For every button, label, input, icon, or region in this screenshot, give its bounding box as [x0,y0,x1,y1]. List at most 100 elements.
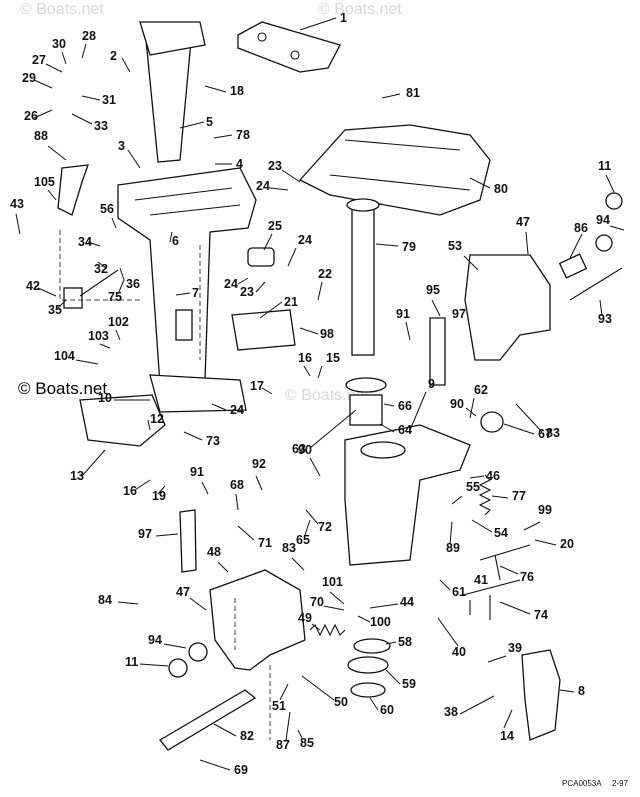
leader-line-47 [525,231,529,255]
callout-labels: 1234567891011111213141516161718192021222… [10,11,625,777]
leader-line-60 [369,697,379,711]
leader-line-25 [263,233,273,251]
swivel-bracket-lower-part [344,424,471,566]
leader-line-94 [609,225,625,231]
callout-79: 79 [402,240,416,254]
callout-30: 30 [52,37,66,51]
bushing-part [349,394,383,426]
callout-73: 73 [206,434,220,448]
callout-38: 38 [444,705,458,719]
revision-code: 2-97 [612,779,629,788]
leader-line-38 [459,695,495,715]
callout-22: 22 [318,267,332,281]
leader-line-30 [61,51,67,65]
leader-line-68 [235,493,239,511]
callout-6: 6 [172,234,179,248]
callout-102: 102 [108,315,129,329]
leader-line-80 [469,177,491,189]
leader-line-90 [465,407,477,417]
leader-line-42 [37,287,57,297]
callout-100: 100 [370,615,391,629]
leader-line-17 [261,387,273,395]
callout-43: 43 [10,197,24,211]
swivel-bracket-top-part [298,124,491,216]
leader-line-19 [157,485,166,495]
callout-2: 2 [110,49,117,63]
callout-40: 40 [452,645,466,659]
callout-103: 103 [88,329,109,343]
leader-line-24 [269,187,289,191]
ring-59-part [347,656,389,674]
mount-part [247,247,275,267]
leader-line-16 [303,365,311,377]
steering-tube-part [351,204,375,356]
leader-line-66 [383,403,395,407]
leader-line-83 [515,403,543,433]
callout-24: 24 [224,277,238,291]
callout-9: 9 [428,377,435,391]
leader-line-100 [357,615,371,623]
leader-line-101 [329,591,345,605]
leader-line-31 [81,95,101,101]
callout-7: 7 [192,286,199,300]
lever-88-part [57,164,89,216]
callout-89: 89 [446,541,460,555]
plate-part [231,309,296,351]
bushing-67-part [480,411,504,433]
callout-62: 62 [474,383,488,397]
leader-line-91 [405,321,411,341]
leader-line-87 [285,711,291,741]
callout-72: 72 [318,520,332,534]
leader-line-48 [217,561,229,573]
callout-19: 19 [152,489,166,503]
leader-line-58 [385,641,397,645]
watermark-faint-top-right: © Boats.net [318,1,402,18]
leader-line-93 [599,299,603,317]
callout-29: 29 [22,71,36,85]
callout-61: 61 [452,585,466,599]
leader-line-89 [449,521,453,545]
callout-39: 39 [508,641,522,655]
leader-line-9 [409,391,427,431]
leader-line-53 [463,255,479,271]
leader-line-28 [81,43,87,59]
leader-line-75 [117,279,125,295]
callout-23: 23 [268,159,282,173]
callout-88: 88 [34,129,48,143]
tilt-lever-part [521,649,561,741]
leader-line-40 [437,617,459,647]
leader-line-69 [199,759,231,771]
leader-line-67 [503,423,535,435]
leader-line-81 [381,93,401,99]
leader-line-92 [255,475,263,491]
nut-94-part [188,642,208,662]
leader-line-74 [499,601,531,615]
leader-line-6 [169,231,173,243]
leader-line-39 [487,655,507,663]
through-bolt-part [569,267,623,301]
callout-78: 78 [236,128,250,142]
callout-58: 58 [398,635,412,649]
leader-line-82 [213,723,237,737]
callout-105: 105 [34,175,55,189]
callout-83: 83 [282,541,296,555]
callout-104: 104 [54,349,75,363]
callout-82: 82 [240,729,254,743]
callout-25: 25 [268,219,282,233]
leader-line-104 [75,359,99,365]
callout-11: 11 [598,159,611,173]
leader-line-24 [237,277,249,285]
callout-91: 91 [396,307,410,321]
callout-32: 32 [94,262,108,276]
leader-line-88 [47,145,67,161]
callout-76: 76 [520,570,534,584]
callout-97: 97 [138,527,152,541]
leader-line-71 [237,525,255,541]
callout-54: 54 [494,526,508,540]
callout-12: 12 [150,412,164,426]
callout-51: 51 [272,699,286,713]
leader-line-72 [305,509,319,525]
callout-10: 10 [98,391,112,405]
leader-line-65 [303,519,311,539]
callout-24: 24 [298,233,312,247]
